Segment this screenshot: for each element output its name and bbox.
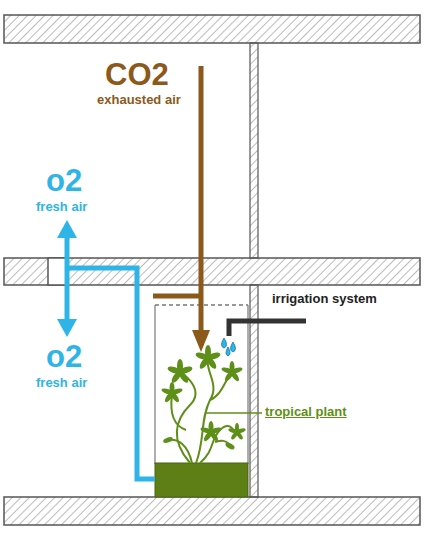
enclosure-side [247,305,248,464]
arrow-head [57,220,77,238]
slab-opening [48,258,66,285]
enclosure-side [154,305,155,464]
arrow-head [57,319,77,337]
water-drop [231,342,236,352]
gas-symbol: o2 [46,164,82,198]
plant-flowers [161,345,246,451]
gas-symbol: o2 [46,340,82,374]
gas-symbol: CO2 [105,58,169,92]
lower-wall [250,285,258,497]
bottom-slab [4,497,420,525]
exhaust-duct [199,66,204,332]
part-label: irrigation system [272,292,377,306]
leader-line [205,412,262,414]
water-drop [222,338,227,348]
part-label: tropical plant [265,405,347,419]
air-label: fresh air [36,200,87,214]
air-label: fresh air [36,376,87,390]
air-label: exhausted air [97,93,181,107]
top-slab [4,15,420,43]
exhaust-branch [153,294,199,299]
upper-wall [250,43,258,258]
water-drop [226,347,230,356]
tropical-plant [168,360,236,463]
irrigation-pipe [229,321,306,336]
planter-box [155,463,248,497]
